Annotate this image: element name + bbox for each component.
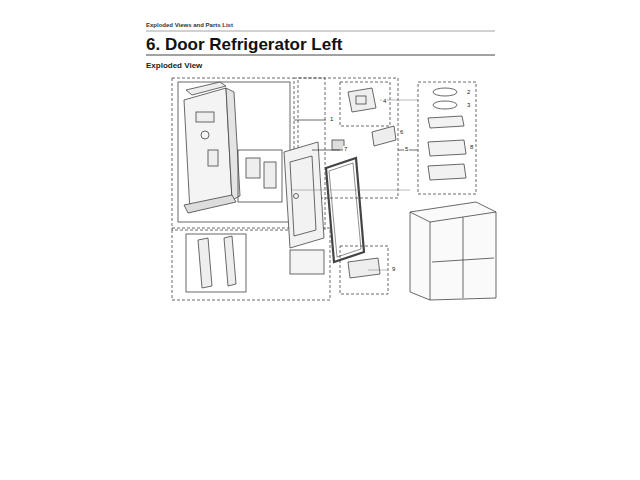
callout-number: 7 <box>343 146 348 152</box>
page-title: 6. Door Refrigerator Left <box>146 36 342 53</box>
callout-number: 2 <box>466 89 471 95</box>
callout-number: 4 <box>382 98 387 104</box>
section-heading: Exploded View <box>146 62 202 70</box>
callout-number: 1 <box>329 116 334 122</box>
page-header: Exploded Views and Parts List <box>146 22 233 28</box>
callout-number: 5 <box>404 146 409 152</box>
callout-number: 6 <box>399 129 404 135</box>
callout-number: 3 <box>466 102 471 108</box>
callout-number: 9 <box>391 266 396 272</box>
callout-number: 8 <box>469 144 474 150</box>
